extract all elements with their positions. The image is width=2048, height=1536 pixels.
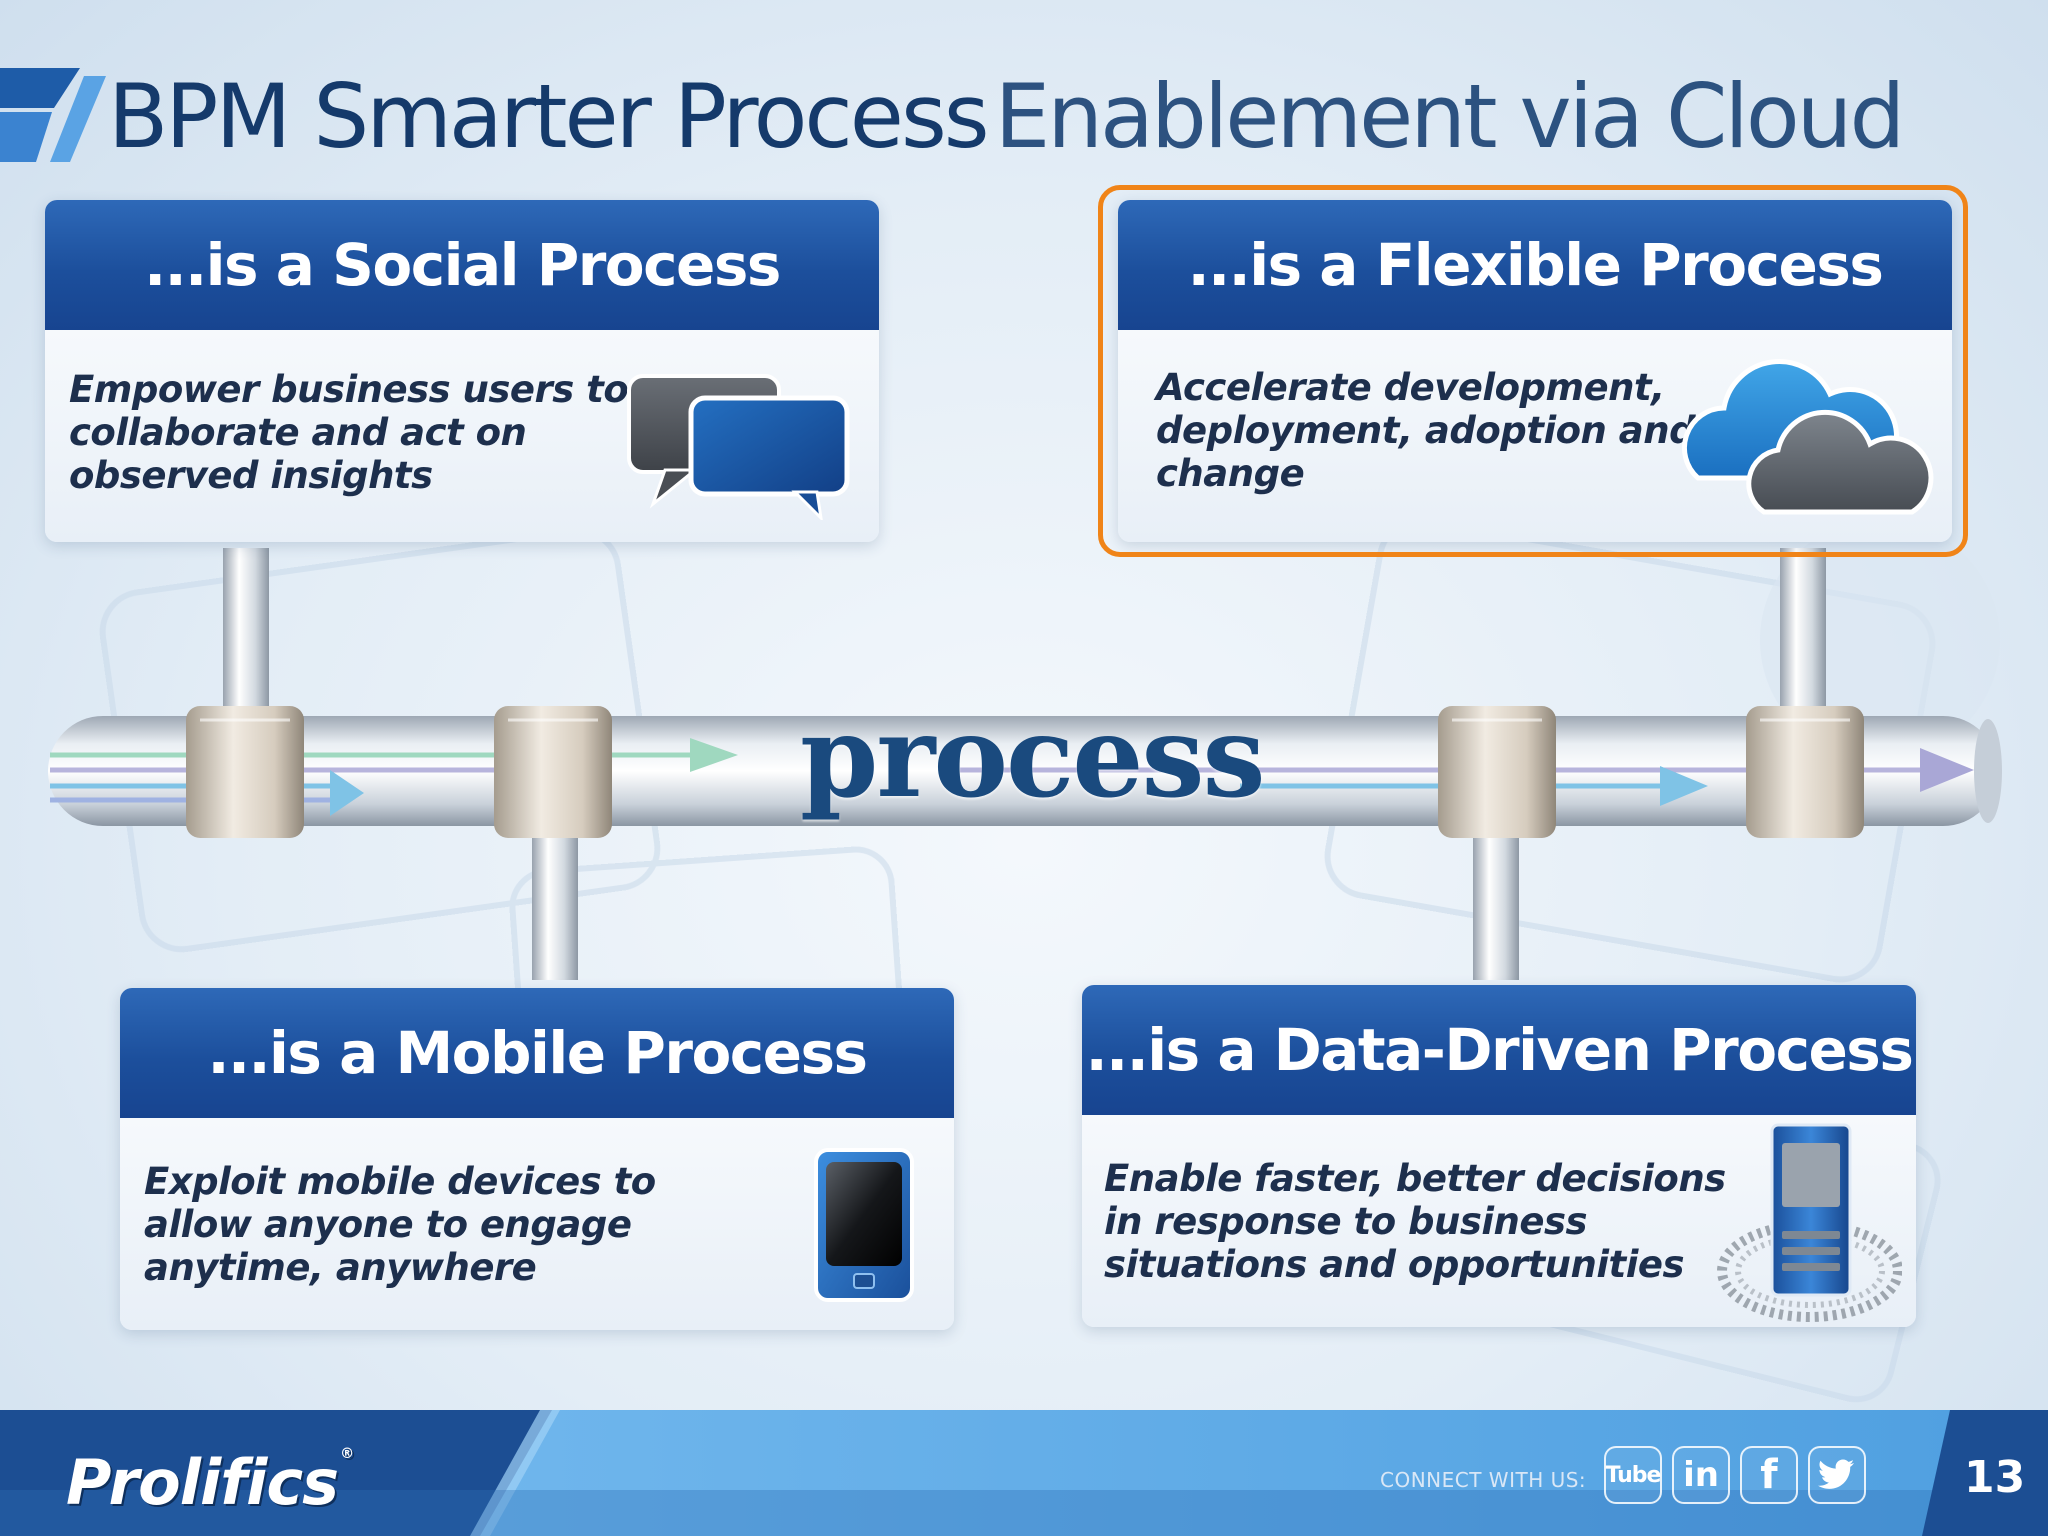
mobile-device-icon bbox=[814, 1148, 914, 1302]
facebook-link[interactable]: f bbox=[1740, 1446, 1798, 1504]
card-social-text: Empower business users to collaborate an… bbox=[69, 368, 629, 497]
footer-bar: Prolifics® CONNECT WITH US: Tube in f 13 bbox=[0, 1410, 2048, 1536]
card-data-body: Enable faster, better decisions in respo… bbox=[1082, 1115, 1916, 1327]
process-label: process bbox=[800, 692, 1266, 823]
card-flexible-text: Accelerate development, deployment, adop… bbox=[1156, 366, 1696, 495]
speech-bubbles-icon bbox=[627, 374, 850, 520]
youtube-link[interactable]: Tube bbox=[1604, 1446, 1662, 1504]
connect-label: CONNECT WITH US: bbox=[1380, 1468, 1587, 1492]
title-bold: BPM Smarter Process bbox=[108, 65, 990, 168]
youtube-icon: Tube bbox=[1605, 1462, 1662, 1488]
card-social-heading: ...is a Social Process bbox=[45, 200, 879, 330]
card-data-text: Enable faster, better decisions in respo… bbox=[1104, 1157, 1726, 1286]
card-mobile-heading: ...is a Mobile Process bbox=[120, 988, 954, 1118]
prolifics-logo: Prolifics® bbox=[66, 1446, 354, 1519]
process-pipe bbox=[48, 548, 2002, 980]
linkedin-icon: in bbox=[1683, 1455, 1719, 1495]
facebook-icon: f bbox=[1760, 1452, 1778, 1498]
highlight-outline bbox=[1098, 185, 1968, 557]
card-social-body: Empower business users to collaborate an… bbox=[45, 330, 879, 542]
page-number: 13 bbox=[1964, 1452, 2026, 1503]
slide-title: BPM Smarter ProcessEnablement via Cloud bbox=[108, 64, 1906, 170]
card-mobile-body: Exploit mobile devices to allow anyone t… bbox=[120, 1118, 954, 1330]
card-mobile-process: ...is a Mobile Process Exploit mobile de… bbox=[120, 988, 954, 1330]
twitter-link[interactable] bbox=[1808, 1446, 1866, 1504]
card-data-heading: ...is a Data-Driven Process bbox=[1082, 985, 1916, 1115]
cloud-icon bbox=[1681, 359, 1934, 515]
logo-text: Prolifics bbox=[66, 1446, 339, 1519]
card-flexible-process: ...is a Flexible Process Accelerate deve… bbox=[1118, 200, 1952, 542]
linkedin-link[interactable]: in bbox=[1672, 1446, 1730, 1504]
card-social-process: ...is a Social Process Empower business … bbox=[45, 200, 879, 542]
card-flexible-heading: ...is a Flexible Process bbox=[1118, 200, 1952, 330]
title-light: Enablement via Cloud bbox=[994, 65, 1906, 168]
server-data-icon bbox=[1717, 1123, 1902, 1322]
twitter-bird-icon bbox=[1818, 1459, 1854, 1489]
card-data-driven-process: ...is a Data-Driven Process Enable faste… bbox=[1082, 985, 1916, 1327]
card-flexible-body: Accelerate development, deployment, adop… bbox=[1118, 330, 1952, 542]
card-mobile-text: Exploit mobile devices to allow anyone t… bbox=[144, 1160, 656, 1289]
footer-background bbox=[0, 1410, 2048, 1536]
logo-registered-mark: ® bbox=[340, 1446, 354, 1462]
title-accent-shape bbox=[0, 68, 106, 162]
